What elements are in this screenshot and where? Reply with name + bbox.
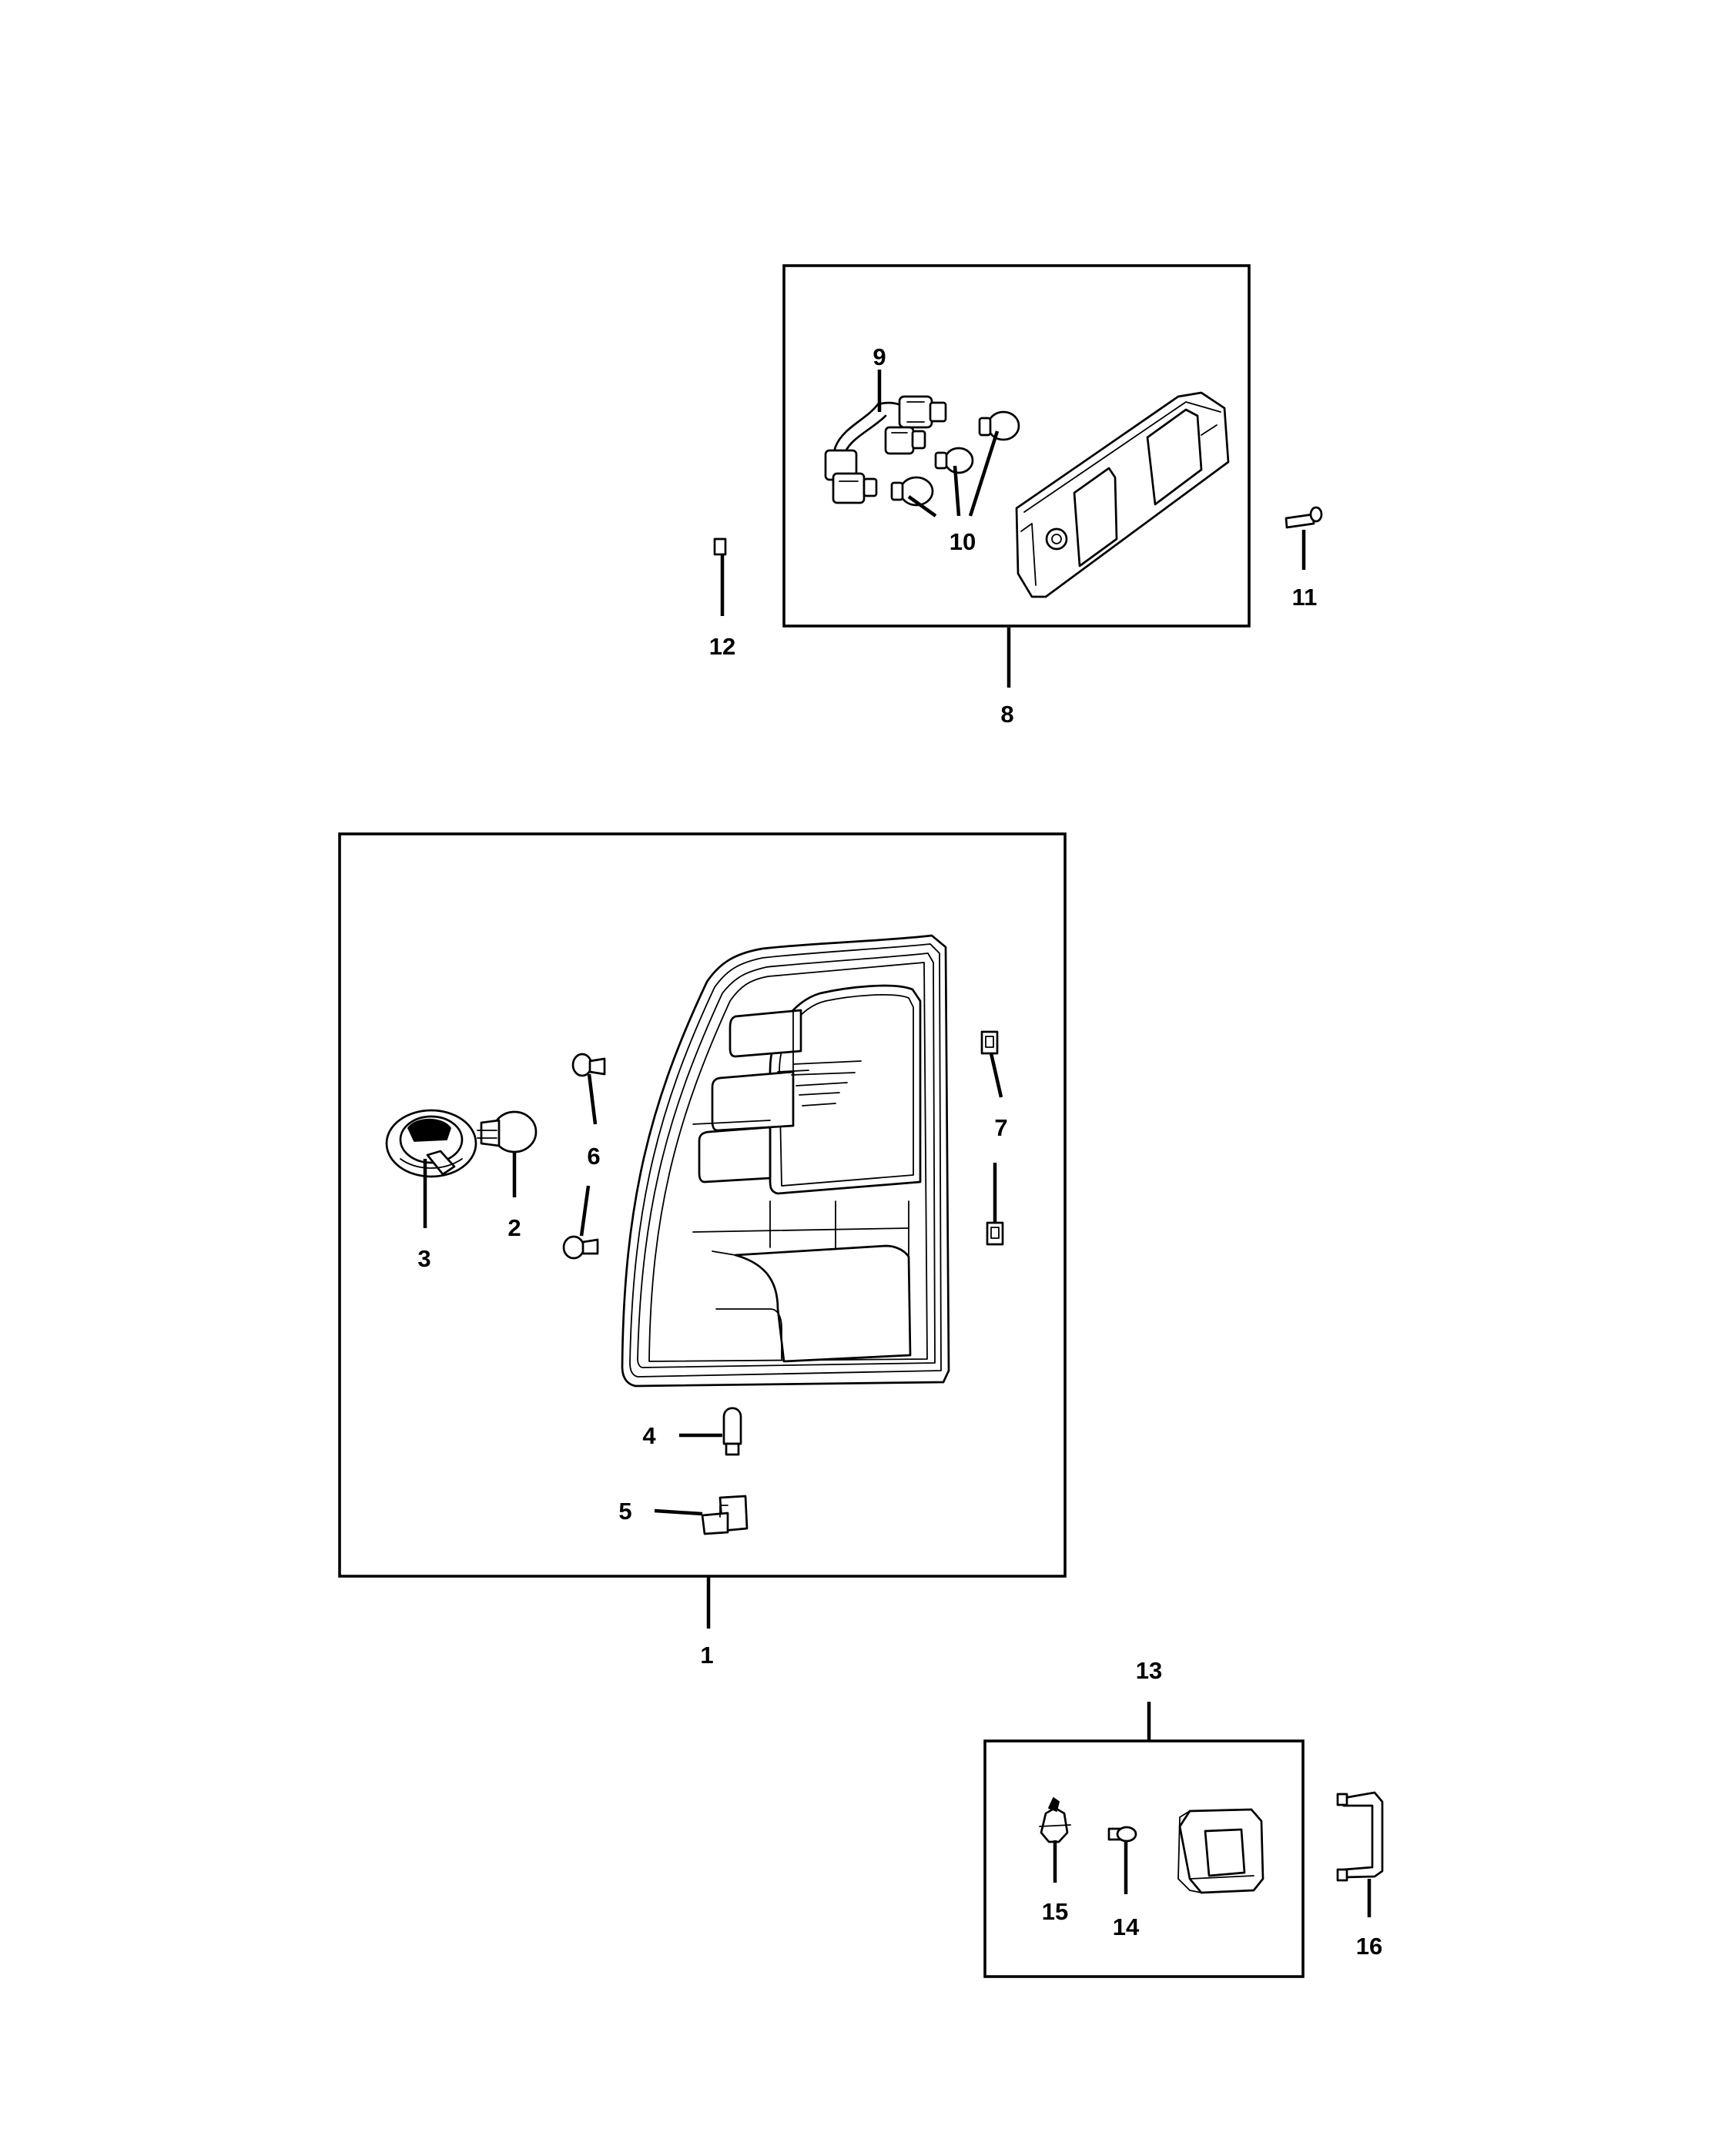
license-lamp-assembly-icon [1177,1808,1264,1894]
callout-9: 9 [873,343,886,370]
leader-6a [587,1073,598,1125]
wedge-bulb-icon [1107,1826,1137,1843]
callout-3: 3 [417,1245,430,1272]
cargo-lamp-group: 9 10 8 [782,264,1251,728]
bolt-icon: 11 [1285,506,1323,611]
callout-13: 13 [1136,1657,1162,1684]
bulb-icon [890,410,1020,507]
license-lamp-frame [983,1739,1305,1978]
leader-5 [654,1508,703,1516]
callout-1: 1 [700,1642,713,1669]
callout-12: 12 [709,633,735,660]
leader-10c [968,430,1000,517]
leader-6b [579,1185,591,1237]
wiring-harness-icon [824,395,947,504]
callout-7: 7 [994,1114,1007,1141]
callout-5: 5 [618,1498,631,1525]
tail-lamp-group: 3 2 6 7 4 5 1 [338,832,1067,1669]
callout-4: 4 [642,1422,656,1449]
clip-icon [980,1030,1004,1246]
tail-lamp-assembly-icon [621,934,950,1388]
bracket-icon: 16 [1336,1791,1384,1960]
socket-icon [1039,1796,1071,1843]
callout-2: 2 [507,1214,521,1241]
leader-10a [907,495,937,517]
callout-8: 8 [1000,701,1013,728]
callout-10: 10 [950,528,976,555]
callout-14: 14 [1113,1913,1140,1940]
callout-15: 15 [1042,1898,1068,1925]
clip-icon: 12 [709,537,735,660]
cargo-lamp-frame [782,264,1251,628]
wedge-bulb-icon [722,1407,742,1456]
bulb-icon [477,1110,538,1153]
callout-16: 16 [1356,1933,1382,1960]
callout-6: 6 [587,1143,600,1170]
leader-7a [989,1053,1003,1098]
license-lamp-group: 15 14 13 [983,1657,1305,1978]
bulb-socket-icon [701,1495,749,1535]
leader-10b [953,465,961,517]
tail-lamp-frame [338,832,1067,1578]
fastener-icon [562,1053,606,1260]
cargo-lamp-assembly-icon [1015,391,1230,598]
socket-icon [385,1109,477,1178]
callout-11: 11 [1292,584,1318,611]
